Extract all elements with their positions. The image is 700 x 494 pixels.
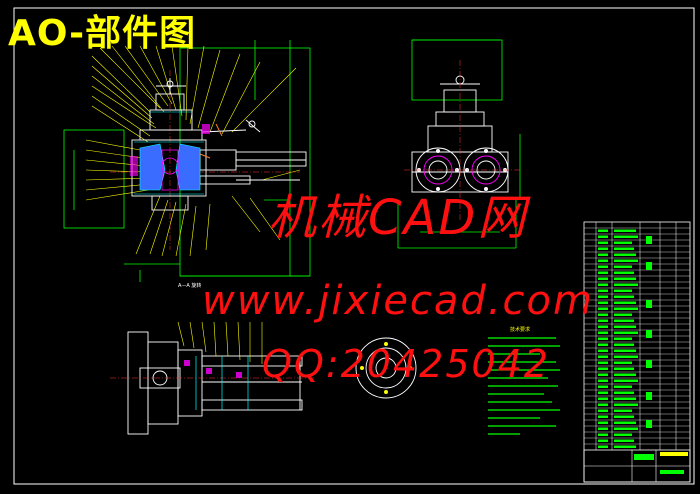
bom-row-text [614,391,634,394]
bom-row-index [598,373,608,376]
bom-row-index [598,241,608,244]
bom-row-text [614,241,632,244]
bom-row-text [614,379,638,382]
bom-material-mark [646,262,652,270]
bom-row-text [614,331,638,334]
bom-row-index [598,439,608,442]
bom-row-index [598,235,608,238]
watermark-site-name: 机械CAD网 [268,190,528,246]
bom-row-index [598,301,608,304]
bom-row-text [614,277,636,280]
bom-row-index [598,277,608,280]
bom-row-text [614,385,632,388]
bom-row-text [614,373,636,376]
bom-row-index [598,415,608,418]
bom-row-index [598,289,608,292]
bom-row-index [598,271,608,274]
bom-row-text [614,367,634,370]
bom-row-index [598,361,608,364]
bom-row-text [614,403,638,406]
bom-row-index [598,403,608,406]
bom-row-text [614,343,634,346]
bom-row-text [614,361,632,364]
bom-row-text [614,307,638,310]
bom-row-index [598,325,608,328]
bom-row-text [614,259,638,262]
bom-row-index [598,379,608,382]
bom-row-text [614,427,638,430]
bom-row-index [598,367,608,370]
bom-row-text [614,235,638,238]
bom-row-index [598,337,608,340]
bom-row-text [614,319,634,322]
bom-row-index [598,349,608,352]
bom-row-text [614,247,634,250]
bom-row-index [598,343,608,346]
bom-material-mark [646,236,652,244]
bom-row-index [598,397,608,400]
bom-row-index [598,319,608,322]
watermark-qq: QQ:20425042 [262,342,551,386]
bom-row-index [598,433,608,436]
bom-row-index [598,265,608,268]
bom-row-text [614,325,636,328]
bom-row-text [614,313,632,316]
bom-row-text [614,265,632,268]
bom-row-text [614,229,636,232]
bom-row-index [598,253,608,256]
bom-row-index [598,295,608,298]
bom-material-mark [646,420,652,428]
bom-row-index [598,259,608,262]
bill-of-materials [583,221,691,483]
bom-material-mark [646,330,652,338]
bom-row-index [598,421,608,424]
bom-row-index [598,391,608,394]
bom-row-index [598,229,608,232]
bom-row-text [614,445,636,448]
bom-row-text [614,289,632,292]
bom-row-text [614,433,632,436]
bom-row-text [614,409,632,412]
bom-row-text [614,349,636,352]
bom-material-mark [646,392,652,400]
bom-row-text [614,355,638,358]
notes-title: 技术要求 [510,327,531,333]
bom-row-text [614,421,636,424]
section-label: A—A 旋转 [178,283,202,289]
bom-row-text [614,397,636,400]
bom-row-index [598,385,608,388]
watermark-url: www.jixiecad.com [202,278,594,324]
drawing-title: AO-部件图 [8,13,197,54]
section-a-a-view [110,321,417,435]
bom-row-text [614,415,634,418]
bom-row-text [614,337,632,340]
bom-row-text [614,295,634,298]
bom-material-mark [646,360,652,368]
bom-row-index [598,445,608,448]
drawing-frame [13,7,695,485]
bom-row-index [598,283,608,286]
bom-row-text [614,439,634,442]
bom-row-index [598,427,608,430]
bom-row-index [598,313,608,316]
bom-row-index [598,331,608,334]
side-view [397,39,521,249]
bom-row-index [598,355,608,358]
bom-row-index [598,409,608,412]
bom-material-mark [646,300,652,308]
bom-row-index [598,247,608,250]
bom-row-text [614,301,636,304]
bom-row-text [614,283,638,286]
bom-row-text [614,271,634,274]
bom-row-text [614,253,636,256]
technical-notes [488,337,560,435]
bom-row-index [598,307,608,310]
front-view [63,40,311,282]
